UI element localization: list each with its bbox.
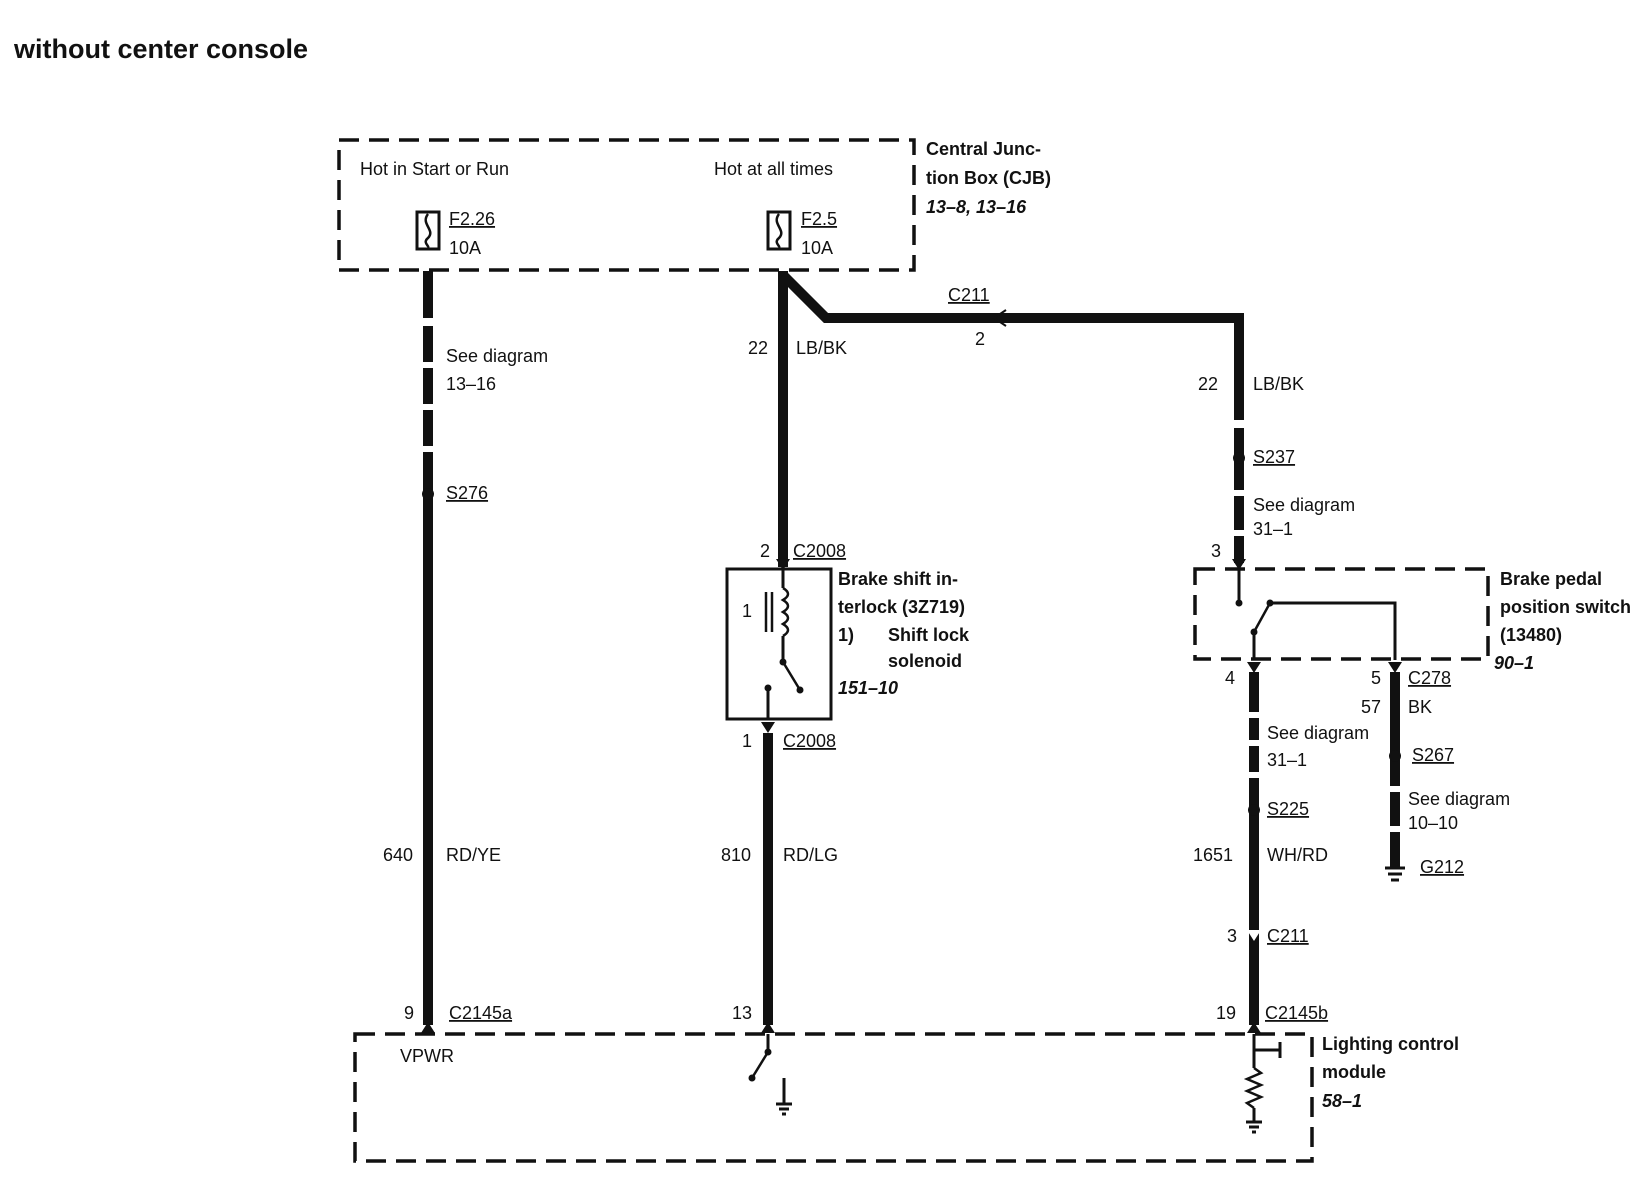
c211-bottom-pin: 3 (1227, 926, 1237, 946)
circuit-640-color: RD/YE (446, 845, 501, 865)
wire-640 (421, 271, 435, 1025)
lcm-ground-icon-1 (776, 1102, 792, 1116)
circuit-810-color: RD/LG (783, 845, 838, 865)
wire-57 (1385, 672, 1405, 882)
interlock-ref: 151–10 (838, 678, 898, 698)
c2145-pin-13: 13 (732, 1003, 752, 1023)
interlock-coil-label: 1 (742, 601, 752, 621)
c2145b-label: C2145b (1265, 1003, 1328, 1023)
fuse1-id: F2.26 (449, 209, 495, 229)
cjb-outline (337, 138, 916, 272)
c2008-bottom-pin: 1 (742, 731, 752, 751)
cjb-hot-run-label: Hot in Start or Run (360, 159, 509, 179)
splice-s237-label: S237 (1253, 447, 1295, 467)
solenoid-coil-icon (780, 586, 790, 638)
bpp-name-line2: position switch (1500, 597, 1631, 617)
bpp-name-line3: (13480) (1500, 625, 1562, 645)
circuit-57-see-line1: See diagram (1408, 789, 1510, 809)
circuit-1651-see-line1: See diagram (1267, 723, 1369, 743)
c2145a-label: C2145a (449, 1003, 513, 1023)
circuit-22-left-number: 22 (748, 338, 768, 358)
bpp-switch-outline (1193, 567, 1490, 661)
bpp-name-line1: Brake pedal (1500, 569, 1602, 589)
interlock-note-line1: Shift lock (888, 625, 970, 645)
central-junction-box: Hot in Start or Run Hot at all times Cen… (337, 138, 1051, 272)
circuit-810-number: 810 (721, 845, 751, 865)
c211-bottom-label: C211 (1267, 926, 1309, 946)
circuit-1651-see-line2: 31–1 (1267, 750, 1307, 770)
bpp-switch-pin-3: 3 (1211, 541, 1221, 561)
lighting-control-module (353, 1032, 1314, 1163)
c278-pin-5: 5 (1371, 668, 1381, 688)
cjb-name-line1: Central Junc- (926, 139, 1041, 159)
fuse2-id: F2.5 (801, 209, 837, 229)
splice-s267-dot (1389, 750, 1401, 762)
circuit-57-number: 57 (1361, 697, 1381, 717)
splice-s276-dot (422, 488, 434, 500)
fuse1-amp: 10A (449, 238, 481, 258)
fuse-f2-26-icon (415, 210, 441, 251)
lcm-name-line1: Lighting control (1322, 1034, 1459, 1054)
interlock-switch-icon (781, 661, 802, 691)
c2145a-arrow (421, 1022, 435, 1033)
ground-g212-label: G212 (1420, 857, 1464, 877)
cjb-ref: 13–8, 13–16 (926, 197, 1027, 217)
wire-22-lbbk (778, 271, 1246, 567)
splice-s276-label: S276 (446, 483, 488, 503)
circuit-22-right-number: 22 (1198, 374, 1218, 394)
circuit-1651-color: WH/RD (1267, 845, 1328, 865)
circuit-640-see-line2: 13–16 (446, 374, 496, 394)
splice-s225-dot (1248, 804, 1260, 816)
c2008-top-label: C2008 (793, 541, 846, 561)
circuit-1651-number: 1651 (1193, 845, 1233, 865)
c211-top-label: C211 (948, 285, 990, 305)
circuit-22-right-color: LB/BK (1253, 374, 1304, 394)
circuit-57-see-line2: 10–10 (1408, 813, 1458, 833)
ground-g212-icon (1385, 866, 1405, 882)
lcm-ground-icon-2 (1246, 1120, 1262, 1134)
lcm-name-line2: module (1322, 1062, 1386, 1082)
lcm-switch-icon (750, 1051, 770, 1079)
circuit-640-number: 640 (383, 845, 413, 865)
interlock-box (725, 567, 833, 721)
c2008-bottom-label: C2008 (783, 731, 836, 751)
c211-top-arrow (992, 309, 1007, 327)
circuit-640-see-line1: See diagram (446, 346, 548, 366)
circuit-22-right-see-line1: See diagram (1253, 495, 1355, 515)
brake-pedal-position-switch (1193, 559, 1490, 661)
fuse2-amp: 10A (801, 238, 833, 258)
c2145b-pin: 19 (1216, 1003, 1236, 1023)
c278-pin-4: 4 (1225, 668, 1235, 688)
c211-top-pin: 2 (975, 329, 985, 349)
circuit-57-color: BK (1408, 697, 1432, 717)
page-title: without center console (13, 34, 308, 64)
cjb-name-line2: tion Box (CJB) (926, 168, 1051, 188)
splice-s225-label: S225 (1267, 799, 1309, 819)
c2008-top-pin: 2 (760, 541, 770, 561)
bpp-ref: 90–1 (1494, 653, 1534, 673)
interlock-name-line1: Brake shift in- (838, 569, 958, 589)
lcm-ref: 58–1 (1322, 1091, 1362, 1111)
lcm-outline (353, 1032, 1314, 1163)
c278-label: C278 (1408, 668, 1451, 688)
cjb-hot-all-label: Hot at all times (714, 159, 833, 179)
interlock-note-number: 1) (838, 625, 854, 645)
wire-1651 (1247, 672, 1261, 1025)
circuit-22-right-see-line2: 31–1 (1253, 519, 1293, 539)
interlock-name-line2: terlock (3Z719) (838, 597, 965, 617)
splice-s267-label: S267 (1412, 745, 1454, 765)
splice-s237-dot (1233, 452, 1245, 464)
interlock-note-line2: solenoid (888, 651, 962, 671)
lcm-vpwr-label: VPWR (400, 1046, 454, 1066)
bpp-switch-contact-icon (1252, 602, 1272, 633)
lcm-resistor-icon (1243, 1066, 1265, 1110)
circuit-22-left-color: LB/BK (796, 338, 847, 358)
brake-shift-interlock (725, 559, 833, 721)
c2145a-pin: 9 (404, 1003, 414, 1023)
fuse-f2-5-icon (766, 210, 792, 251)
